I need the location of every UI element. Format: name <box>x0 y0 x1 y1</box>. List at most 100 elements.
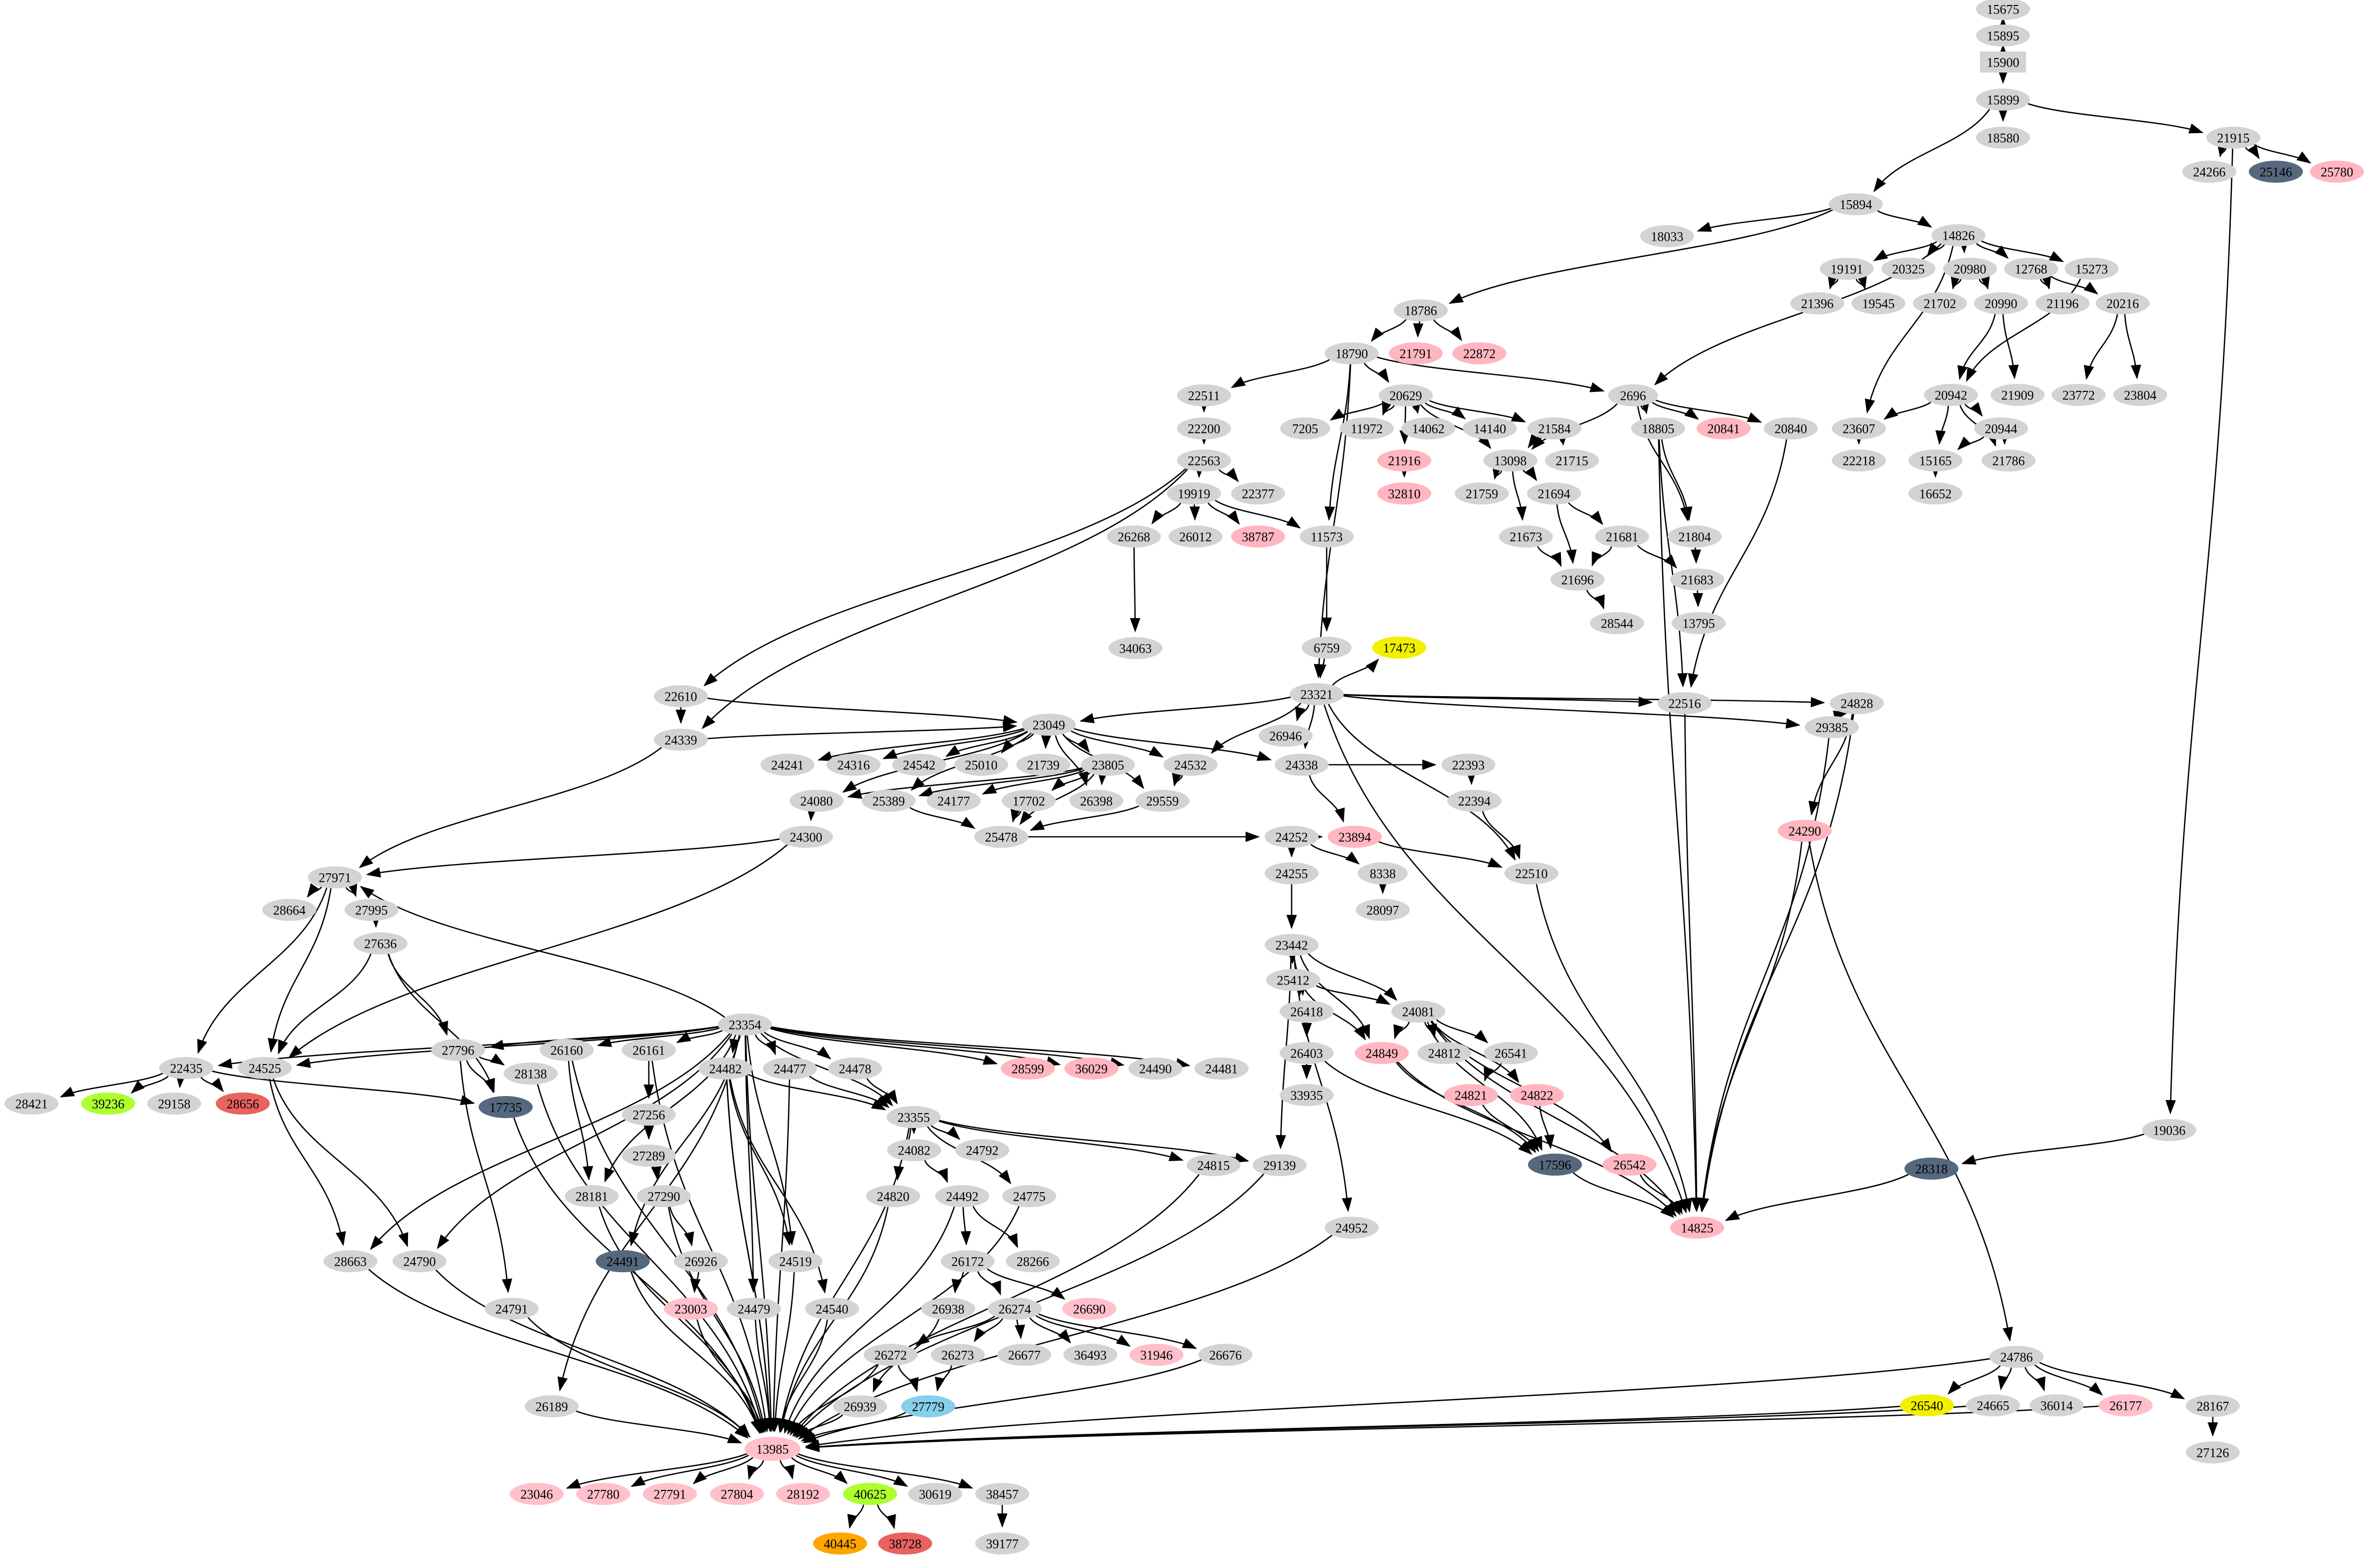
graph-node[interactable]: 25412 <box>1266 969 1320 991</box>
node-shape[interactable] <box>1417 1042 1471 1064</box>
graph-node[interactable]: 24492 <box>935 1185 989 1207</box>
graph-node[interactable]: 7205 <box>1280 417 1330 439</box>
graph-node[interactable]: 24338 <box>1275 754 1329 776</box>
node-shape[interactable] <box>643 1483 697 1505</box>
graph-node[interactable]: 26189 <box>525 1395 579 1417</box>
node-shape[interactable] <box>813 1532 867 1554</box>
node-shape[interactable] <box>1832 449 1886 471</box>
graph-node[interactable]: 13795 <box>1672 612 1726 634</box>
node-shape[interactable] <box>1016 754 1070 776</box>
graph-node[interactable]: 24266 <box>2182 161 2236 183</box>
node-shape[interactable] <box>1199 1344 1253 1366</box>
node-shape[interactable] <box>718 1013 772 1035</box>
node-shape[interactable] <box>1081 754 1135 776</box>
node-shape[interactable] <box>828 1058 882 1080</box>
node-shape[interactable] <box>892 754 946 776</box>
graph-node[interactable]: 21739 <box>1016 754 1070 776</box>
graph-node[interactable]: 28192 <box>776 1483 830 1505</box>
node-shape[interactable] <box>525 1395 579 1417</box>
graph-node[interactable]: 24300 <box>779 826 833 848</box>
node-shape[interactable] <box>1107 526 1161 548</box>
graph-node[interactable]: 26012 <box>1168 526 1223 548</box>
graph-node[interactable]: 26939 <box>833 1395 887 1417</box>
graph-node[interactable]: 38787 <box>1231 526 1285 548</box>
graph-node[interactable]: 24479 <box>727 1298 781 1320</box>
node-shape[interactable] <box>1063 1344 1117 1366</box>
node-shape[interactable] <box>1976 25 2030 47</box>
node-shape[interactable] <box>344 899 399 921</box>
node-shape[interactable] <box>864 1344 918 1366</box>
node-shape[interactable] <box>1300 526 1354 548</box>
graph-node[interactable]: 26676 <box>1199 1344 1253 1366</box>
node-shape[interactable] <box>1528 1154 1582 1176</box>
graph-node[interactable]: 24828 <box>1830 692 1884 714</box>
node-shape[interactable] <box>1778 820 1832 842</box>
node-shape[interactable] <box>1177 384 1231 406</box>
node-shape[interactable] <box>1340 417 1394 439</box>
graph-node[interactable]: 26542 <box>1603 1154 1657 1176</box>
graph-node[interactable]: 27780 <box>576 1483 630 1505</box>
graph-node[interactable]: 25010 <box>954 754 1008 776</box>
graph-node[interactable]: 20216 <box>2096 292 2150 314</box>
graph-node[interactable]: 24812 <box>1417 1042 1471 1064</box>
graph-node[interactable]: 21786 <box>1981 449 2036 471</box>
graph-node[interactable]: 23607 <box>1832 417 1886 439</box>
node-shape[interactable] <box>789 790 844 812</box>
node-shape[interactable] <box>2186 1395 2240 1417</box>
graph-node[interactable]: 26677 <box>997 1344 1051 1366</box>
node-shape[interactable] <box>510 1483 564 1505</box>
node-shape[interactable] <box>1483 449 1537 471</box>
node-shape[interactable] <box>1002 1185 1056 1207</box>
graph-node[interactable]: 17735 <box>479 1096 533 1118</box>
graph-node[interactable]: 23321 <box>1290 683 1344 705</box>
node-shape[interactable] <box>1590 612 1644 634</box>
graph-node[interactable]: 36493 <box>1063 1344 1117 1366</box>
node-shape[interactable] <box>833 1395 887 1417</box>
node-shape[interactable] <box>1401 417 1455 439</box>
graph-node[interactable]: 25389 <box>862 790 916 812</box>
graph-node[interactable]: 23354 <box>718 1013 772 1035</box>
node-shape[interactable] <box>1231 526 1285 548</box>
node-shape[interactable] <box>1006 1250 1060 1272</box>
graph-node[interactable]: 28138 <box>504 1063 558 1085</box>
graph-node[interactable]: 17596 <box>1528 1154 1582 1176</box>
graph-node[interactable]: 26172 <box>941 1250 995 1272</box>
graph-node[interactable]: 21694 <box>1527 482 1581 504</box>
node-shape[interactable] <box>1670 1217 1724 1239</box>
node-shape[interactable] <box>323 1250 377 1272</box>
graph-node[interactable]: 21696 <box>1550 569 1605 591</box>
graph-node[interactable]: 26268 <box>1107 526 1161 548</box>
graph-node[interactable]: 23804 <box>2113 384 2167 406</box>
graph-node[interactable]: 22200 <box>1177 417 1231 439</box>
node-shape[interactable] <box>1377 482 1431 504</box>
node-shape[interactable] <box>1441 754 1495 776</box>
graph-node[interactable]: 25478 <box>974 826 1028 848</box>
node-shape[interactable] <box>935 1185 989 1207</box>
graph-node[interactable]: 22394 <box>1447 790 1501 812</box>
graph-node[interactable]: 32810 <box>1377 482 1431 504</box>
graph-node[interactable]: 24665 <box>1966 1394 2020 1416</box>
node-shape[interactable] <box>866 1185 920 1207</box>
node-shape[interactable] <box>1913 292 1967 314</box>
graph-node[interactable]: 18786 <box>1394 299 1448 321</box>
node-shape[interactable] <box>760 754 815 776</box>
graph-node[interactable]: 21702 <box>1913 292 1967 314</box>
graph-node[interactable]: 26541 <box>1484 1042 1538 1064</box>
node-shape[interactable] <box>1444 1084 1498 1106</box>
node-shape[interactable] <box>308 866 362 888</box>
node-shape[interactable] <box>2310 161 2364 183</box>
node-shape[interactable] <box>1177 417 1231 439</box>
node-shape[interactable] <box>776 1483 830 1505</box>
node-shape[interactable] <box>768 1250 823 1272</box>
node-shape[interactable] <box>576 1483 630 1505</box>
node-shape[interactable] <box>1128 1058 1182 1080</box>
node-shape[interactable] <box>1328 826 1382 848</box>
node-shape[interactable] <box>1253 1154 1307 1176</box>
graph-node[interactable]: 21681 <box>1595 526 1649 548</box>
graph-node[interactable]: 22510 <box>1504 862 1558 884</box>
graph-node[interactable]: 24177 <box>927 790 981 812</box>
graph-node[interactable]: 23772 <box>2052 384 2106 406</box>
graph-node[interactable]: 27971 <box>308 866 362 888</box>
graph-node[interactable]: 21715 <box>1545 449 1599 471</box>
graph-node[interactable]: 2696 <box>1608 384 1658 406</box>
